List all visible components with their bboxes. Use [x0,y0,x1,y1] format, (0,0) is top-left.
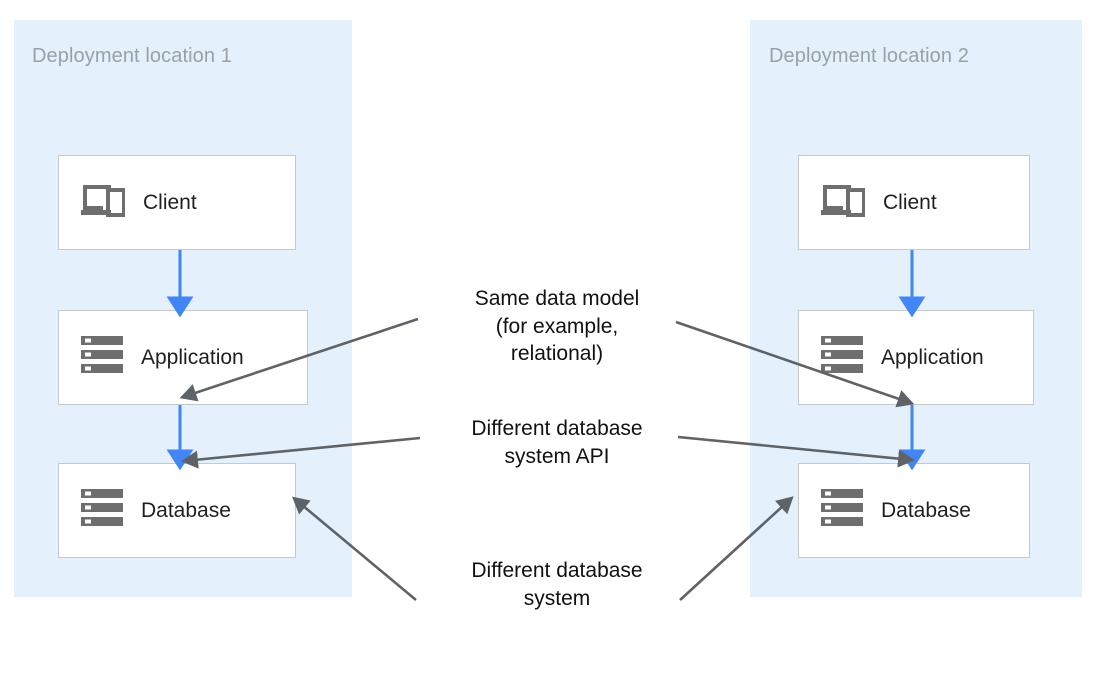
server-stack-icon [81,336,123,379]
annotation-different-database-system-api: Different database system API [471,417,643,468]
node-database-1-label: Database [141,499,231,522]
node-database-2[interactable]: Database [798,463,1030,558]
server-stack-icon [81,489,123,532]
deployment-location-2-label: Deployment location 2 [769,45,969,67]
devices-icon [81,183,126,222]
annotation-different-database-system: Different database system [471,559,643,610]
node-database-1[interactable]: Database [58,463,296,558]
node-database-2-label: Database [881,499,971,522]
server-stack-icon [821,489,863,532]
node-client-2[interactable]: Client [798,155,1030,250]
node-client-1[interactable]: Client [58,155,296,250]
deployment-location-1-label: Deployment location 1 [32,45,232,67]
node-client-2-label: Client [883,191,937,214]
node-application-2-label: Application [881,346,984,369]
server-stack-icon [821,336,863,379]
devices-icon [821,183,866,222]
node-application-1[interactable]: Application [58,310,308,405]
node-client-1-label: Client [143,191,197,214]
node-application-1-label: Application [141,346,244,369]
annotation-same-data-model: Same data model (for example, relational… [474,287,640,366]
node-application-2[interactable]: Application [798,310,1034,405]
